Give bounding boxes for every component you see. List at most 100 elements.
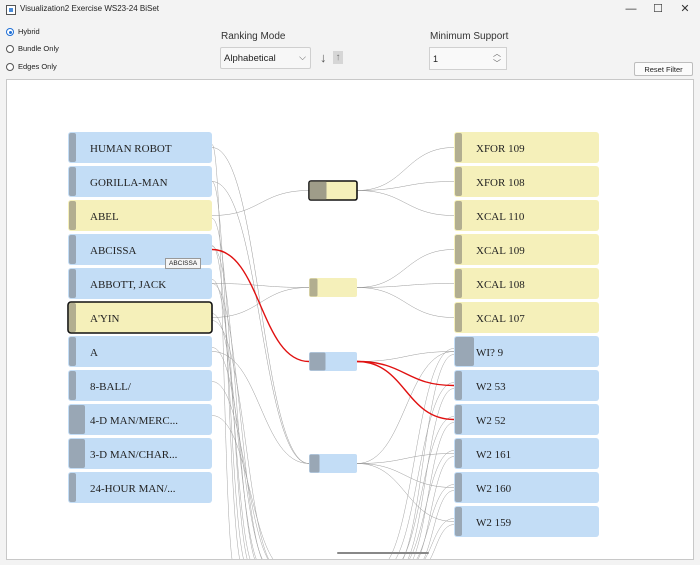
- right-frequency-bar: [455, 371, 462, 400]
- edge: [407, 388, 455, 559]
- right-entity-5[interactable]: XCAL 107: [454, 302, 599, 333]
- left-entity-box: [68, 404, 212, 435]
- right-entity-0[interactable]: XFOR 109: [454, 132, 599, 163]
- radio-label: Edges Only: [18, 62, 57, 71]
- ranking-mode-select[interactable]: Alphabetical ⌵: [220, 47, 311, 69]
- left-entity-label: ABEL: [90, 211, 119, 223]
- left-entity-label: ABBOTT, JACK: [90, 279, 166, 291]
- right-entity-label: XCAL 109: [476, 245, 525, 257]
- left-entity-1[interactable]: GORILLA-MAN: [68, 166, 212, 197]
- radio-hybrid[interactable]: Hybrid: [6, 27, 126, 39]
- bundle-frequency-bar: [309, 352, 326, 371]
- bundle-frequency-bar: [309, 181, 327, 200]
- right-frequency-bar: [455, 133, 462, 162]
- left-entity-0[interactable]: HUMAN ROBOT: [68, 132, 212, 163]
- right-frequency-bar: [455, 235, 462, 264]
- right-frequency-bar: [455, 507, 462, 536]
- right-entity-label: XCAL 108: [476, 279, 525, 291]
- bundle-2[interactable]: [309, 352, 357, 371]
- maximize-button[interactable]: ☐: [653, 3, 663, 15]
- left-entity-5[interactable]: A'YIN: [67, 301, 213, 334]
- left-frequency-bar: [69, 303, 76, 332]
- right-entity-3[interactable]: XCAL 109: [454, 234, 599, 265]
- left-entity-box: [68, 132, 212, 163]
- right-frequency-bar: [455, 473, 462, 502]
- edge: [211, 181, 310, 464]
- title-bar: Visualization2 Exercise WS23-24 BiSet — …: [0, 0, 700, 20]
- hover-tooltip: ABCISSA: [165, 258, 202, 269]
- edge: [356, 453, 455, 464]
- vertical-scrollbar[interactable]: [693, 390, 694, 432]
- highlighted-edge: [356, 360, 455, 387]
- radio-dot-icon: [6, 63, 14, 71]
- right-entity-label: XFOR 108: [476, 177, 525, 189]
- left-frequency-bar: [69, 473, 76, 502]
- edge: [211, 144, 233, 559]
- right-entity-8[interactable]: W2 52: [454, 404, 599, 435]
- right-entity-box: [454, 200, 599, 231]
- radio-bundle-only[interactable]: Bundle Only: [6, 44, 126, 56]
- edge: [356, 287, 455, 318]
- edge: [356, 351, 455, 362]
- right-entity-11[interactable]: W2 159: [454, 506, 599, 537]
- sort-descending-button[interactable]: ↓: [320, 50, 327, 65]
- edge: [356, 249, 455, 288]
- left-entity-label: 24-HOUR MAN/...: [90, 483, 176, 495]
- ranking-mode-value: Alphabetical: [224, 53, 276, 64]
- minimum-support-input[interactable]: 1 ︿ ﹀: [429, 47, 507, 70]
- edge: [388, 348, 455, 559]
- bundle-0[interactable]: [308, 180, 358, 201]
- edge: [412, 422, 455, 559]
- right-entity-10[interactable]: W2 160: [454, 472, 599, 503]
- right-entity-box: [454, 302, 599, 333]
- app-icon: [6, 5, 16, 15]
- edge: [211, 181, 240, 559]
- edge: [402, 354, 455, 559]
- left-entity-4[interactable]: ABBOTT, JACK: [68, 268, 212, 299]
- left-entity-7[interactable]: 8-BALL/: [68, 370, 212, 401]
- edge: [417, 456, 455, 559]
- minimize-button[interactable]: —: [625, 3, 637, 15]
- reset-filter-button[interactable]: Reset Filter: [634, 62, 693, 76]
- sort-ascending-button[interactable]: ↑: [333, 51, 343, 64]
- edge: [211, 246, 255, 559]
- left-entity-3[interactable]: ABCISSA: [68, 234, 212, 265]
- left-entity-label: 8-BALL/: [90, 381, 132, 393]
- radio-label: Hybrid: [18, 27, 40, 36]
- bundle-1[interactable]: [309, 278, 357, 297]
- right-entity-2[interactable]: XCAL 110: [454, 200, 599, 231]
- right-entity-4[interactable]: XCAL 108: [454, 268, 599, 299]
- edge: [211, 190, 310, 216]
- left-frequency-bar: [69, 167, 76, 196]
- left-entity-2[interactable]: ABEL: [68, 200, 212, 231]
- bundle-3[interactable]: [309, 454, 357, 473]
- right-entity-label: W2 161: [476, 449, 511, 461]
- edge: [211, 415, 274, 559]
- left-entity-9[interactable]: 3-D MAN/CHAR...: [68, 438, 212, 469]
- left-entity-box: [68, 200, 212, 231]
- right-entity-6[interactable]: WI? 9: [454, 336, 599, 367]
- left-entity-6[interactable]: A: [68, 336, 212, 367]
- left-frequency-bar: [69, 269, 76, 298]
- left-entity-10[interactable]: 24-HOUR MAN/...: [68, 472, 212, 503]
- edge: [211, 351, 310, 464]
- radio-edges-only[interactable]: Edges Only: [6, 62, 126, 74]
- bundle-box: [309, 454, 357, 473]
- horizontal-scrollbar[interactable]: [337, 552, 429, 554]
- right-entity-1[interactable]: XFOR 108: [454, 166, 599, 197]
- edge: [211, 245, 244, 559]
- close-button[interactable]: ✕: [680, 3, 690, 15]
- right-entity-7[interactable]: W2 53: [454, 370, 599, 401]
- right-entity-box: [454, 166, 599, 197]
- left-entity-8[interactable]: 4-D MAN/MERC...: [68, 404, 212, 435]
- right-entity-box: [454, 234, 599, 265]
- edge: [211, 283, 310, 288]
- right-frequency-bar: [455, 167, 462, 196]
- right-frequency-bar: [455, 439, 462, 468]
- right-entity-9[interactable]: W2 161: [454, 438, 599, 469]
- left-frequency-bar: [69, 235, 76, 264]
- spin-up-icon[interactable]: ︿: [493, 49, 501, 58]
- spin-down-icon[interactable]: ﹀: [493, 59, 501, 68]
